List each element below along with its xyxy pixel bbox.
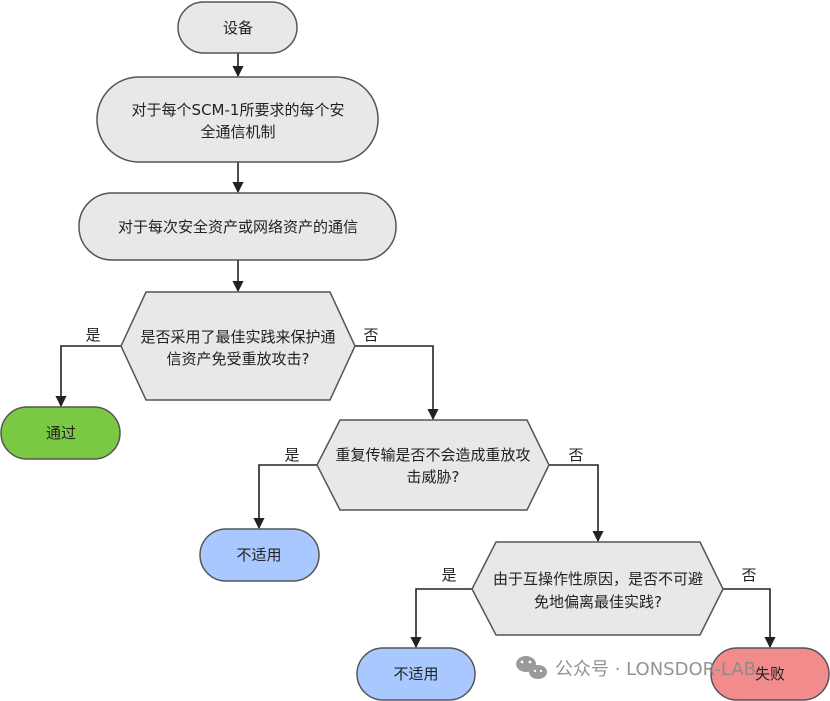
node-comm-per-asset: 对于每次安全资产或网络资产的通信 [78, 192, 397, 261]
watermark: 公众号 · LONSDOR-LAB [516, 656, 756, 680]
node-pass: 通过 [0, 406, 121, 460]
decision-best-practice: 是否采用了最佳实践来保护通 信资产免受重放攻击? [120, 291, 356, 401]
node-fail-label: 失败 [755, 665, 785, 683]
edge-decision3-no [723, 588, 776, 649]
edge-label-no-2: 否 [568, 446, 583, 464]
node-scm-mechanism-label-1: 对于每个SCM-1所要求的每个安 [132, 101, 345, 119]
edge-label-yes-2: 是 [284, 446, 299, 464]
decision-interop-label-1: 由于互操作性原因，是否不可避 [493, 570, 703, 588]
node-not-applicable-1-label: 不适用 [236, 546, 281, 564]
edge-decision1-yes [55, 345, 121, 408]
edge-decision1-no [355, 345, 439, 421]
node-pass-label: 通过 [46, 424, 76, 442]
node-not-applicable-2: 不适用 [356, 647, 476, 701]
node-not-applicable-2-shape [356, 647, 476, 701]
decision-best-practice-label-1: 是否采用了最佳实践来保护通 [140, 328, 335, 346]
node-scm-mechanism: 对于每个SCM-1所要求的每个安 全通信机制 [96, 76, 379, 163]
decision-retransmit-shape [316, 419, 550, 511]
node-scm-mechanism-shape [96, 76, 379, 163]
decision-interop-label-2: 免地偏离最佳实践? [534, 593, 662, 611]
decision-best-practice-shape [120, 291, 356, 401]
edge-label-no-3: 否 [741, 566, 756, 584]
node-device-label: 设备 [223, 19, 253, 37]
edge-decision2-no [549, 464, 604, 543]
edge-label-yes-3: 是 [441, 566, 456, 584]
edge-decision2-yes [253, 464, 317, 530]
watermark-text: 公众号 · LONSDOR-LAB [555, 659, 756, 680]
node-comm-per-asset-label: 对于每次安全资产或网络资产的通信 [118, 218, 358, 236]
decision-best-practice-label-2: 信资产免受重放攻击? [167, 350, 310, 368]
edge-decision3-yes [410, 588, 472, 649]
node-not-applicable-1: 不适用 [199, 528, 320, 582]
decision-retransmit-label-2: 击威胁? [407, 468, 460, 486]
node-scm-mechanism-label-2: 全通信机制 [200, 123, 275, 141]
node-pass-shape [0, 406, 121, 460]
node-comm-per-asset-shape [78, 192, 397, 261]
edge-label-no-1: 否 [363, 326, 378, 344]
node-device-shape [177, 1, 298, 54]
wechat-icon [516, 656, 547, 679]
node-not-applicable-1-shape [199, 528, 320, 582]
node-fail: 失败 [710, 647, 830, 701]
edge-label-yes-1: 是 [85, 326, 100, 344]
edges [55, 53, 776, 649]
decision-retransmit-label-1: 重复传输是否不会造成重放攻 [335, 446, 530, 464]
node-device: 设备 [177, 1, 298, 54]
node-not-applicable-2-label: 不适用 [393, 665, 438, 683]
decision-retransmit: 重复传输是否不会造成重放攻 击威胁? [316, 419, 550, 511]
node-fail-shape [710, 647, 830, 701]
decision-interop-shape [471, 541, 724, 636]
decision-interop: 由于互操作性原因，是否不可避 免地偏离最佳实践? [471, 541, 724, 636]
